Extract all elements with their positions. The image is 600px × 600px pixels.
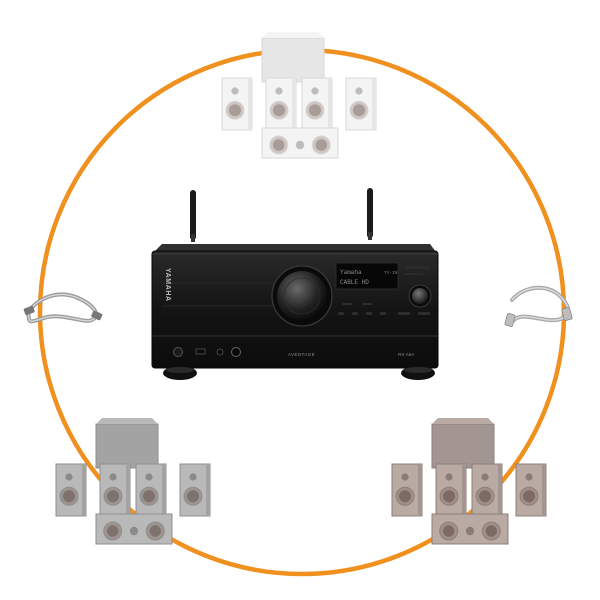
tweeter: [189, 473, 197, 481]
subwoofer: [95, 418, 159, 469]
speaker-set-bottom-right: [391, 418, 547, 545]
tweeter: [275, 87, 283, 95]
mic-jack: [216, 348, 224, 356]
bookshelf-speaker: [391, 463, 423, 517]
tweeter: [355, 87, 363, 95]
front-display: [335, 262, 399, 290]
speaker-set-top: [221, 32, 377, 159]
tweeter: [311, 87, 319, 95]
bookshelf-speaker: [265, 77, 297, 131]
bookshelf-speaker: [179, 463, 211, 517]
display-line-2: CABLE HD: [340, 279, 369, 286]
bookshelf-speaker: [55, 463, 87, 517]
av-receiver: YAMAHA Yamaha CABLE HD TV-IN: [151, 188, 439, 380]
headphone-jack: [231, 347, 241, 357]
bookshelf-speaker: [515, 463, 547, 517]
antenna-left: [190, 190, 196, 240]
tweeter: [525, 473, 533, 481]
series-label: AVENTAGE: [288, 352, 315, 357]
bookshelf-speaker: [135, 463, 167, 517]
speaker-set-bottom-left: [55, 418, 211, 545]
model-label: RX-A6A: [398, 352, 414, 357]
bookshelf-speaker: [345, 77, 377, 131]
subwoofer: [431, 418, 495, 469]
bookshelf-speaker: [99, 463, 131, 517]
tweeter: [401, 473, 409, 481]
tweeter: [295, 140, 305, 150]
tweeter: [65, 473, 73, 481]
bookshelf-speaker: [301, 77, 333, 131]
bookshelf-speaker: [221, 77, 253, 131]
tweeter: [481, 473, 489, 481]
ethernet-cable-icon: [504, 285, 573, 327]
bookshelf-speaker: [471, 463, 503, 517]
tweeter: [231, 87, 239, 95]
usb-port: [195, 348, 206, 355]
tweeter: [465, 526, 475, 536]
optical-cable-icon: [23, 292, 103, 324]
antenna-right: [367, 188, 373, 238]
tweeter: [145, 473, 153, 481]
center-speaker: [95, 513, 173, 545]
bookshelf-speaker: [435, 463, 467, 517]
center-speaker: [261, 127, 339, 159]
display-line-1: Yamaha: [340, 269, 362, 276]
power-button: [173, 347, 183, 357]
tweeter: [445, 473, 453, 481]
subwoofer: [261, 32, 325, 83]
tweeter: [109, 473, 117, 481]
display-right: TV-IN: [384, 270, 398, 276]
tweeter: [129, 526, 139, 536]
center-speaker: [431, 513, 509, 545]
brand-label: YAMAHA: [164, 268, 171, 302]
